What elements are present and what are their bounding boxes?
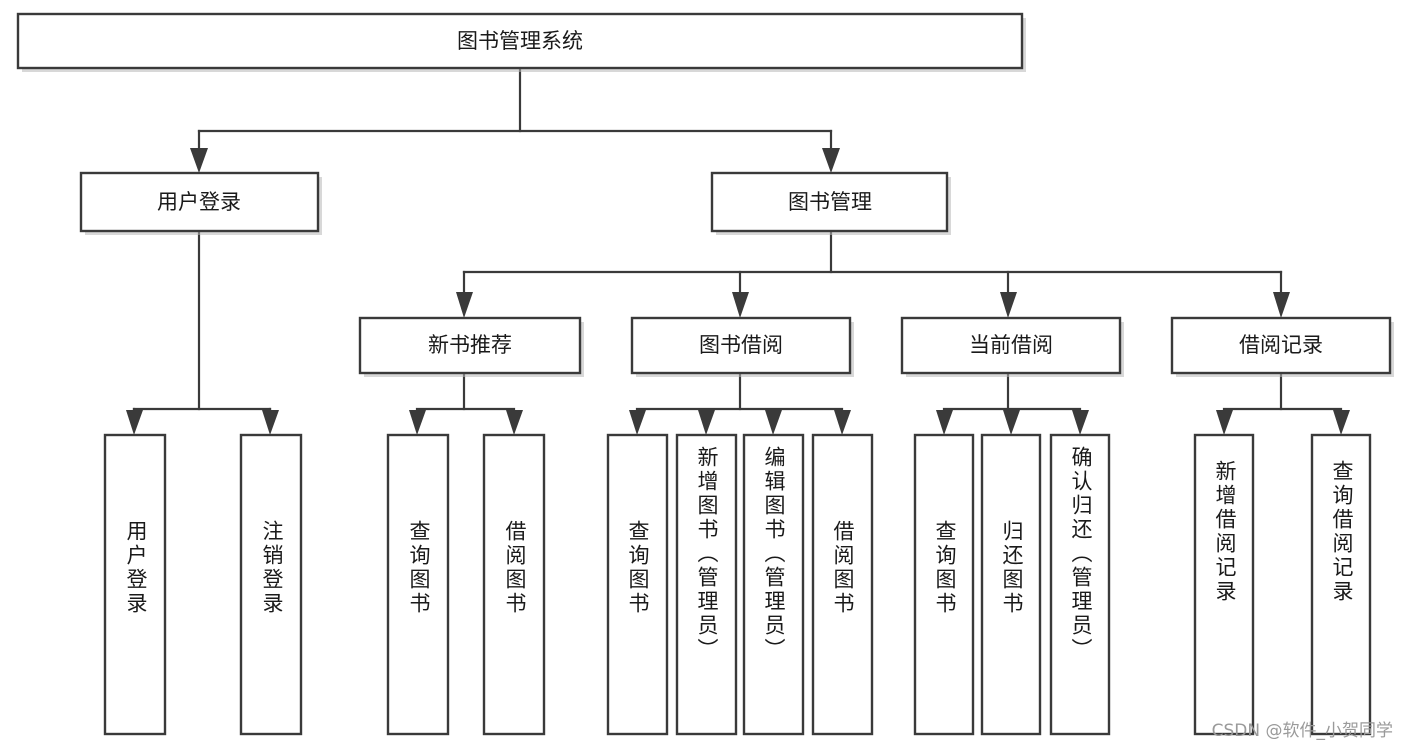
node-records-box: [1170, 316, 1392, 375]
node-leaf13-box[interactable]: [1310, 433, 1372, 736]
arrow-head-leaf12: [1216, 410, 1233, 435]
node-login-label: 用户登录: [157, 190, 241, 214]
node-borrow[interactable]: 图书借阅: [630, 316, 854, 377]
arrow-head-login: [190, 148, 208, 173]
node-current[interactable]: 当前借阅: [900, 316, 1124, 377]
node-root-label: 图书管理系统: [457, 29, 583, 53]
arrow-head-leaf5: [629, 410, 646, 435]
node-borrow-box: [630, 316, 852, 375]
node-leaf3-box[interactable]: [386, 433, 450, 736]
node-borrow-label: 图书借阅: [699, 333, 783, 357]
node-leaf2-box[interactable]: [239, 433, 303, 736]
arrow-head-leaf10: [1003, 410, 1020, 435]
arrow-head-bookmgmt: [822, 148, 840, 173]
arrow-head-borrow: [732, 292, 749, 318]
arrow-head-leaf4: [506, 410, 523, 435]
arrow-head-leaf7: [765, 410, 782, 435]
node-records[interactable]: 借阅记录: [1170, 316, 1394, 377]
node-current-box: [900, 316, 1122, 375]
arrow-head-leaf6: [698, 410, 715, 435]
node-current-label: 当前借阅: [969, 333, 1053, 357]
arrow-head-newbook: [456, 292, 473, 318]
arrow-head-leaf2: [262, 410, 279, 435]
node-login[interactable]: 用户登录: [79, 171, 322, 235]
node-newbook[interactable]: 新书推荐: [358, 316, 584, 377]
node-leaf7-box[interactable]: [742, 433, 805, 736]
node-bookmgmt[interactable]: 图书管理: [710, 171, 951, 235]
connector-group-login-to-leaves: [126, 229, 279, 435]
connector-group-records-to-leaves: [1216, 371, 1350, 435]
leaf-boxes: [103, 433, 1372, 736]
node-newbook-box: [358, 316, 582, 375]
node-root-box: [16, 12, 1024, 70]
arrow-head-leaf9: [936, 410, 953, 435]
node-login-box: [79, 171, 320, 233]
node-leaf1-box[interactable]: [103, 433, 167, 736]
node-leaf9-box[interactable]: [913, 433, 975, 736]
connector-group-root-to-level2: [190, 66, 840, 173]
node-newbook-label: 新书推荐: [428, 333, 512, 357]
node-leaf10-box[interactable]: [980, 433, 1042, 736]
node-leaf11-box[interactable]: [1049, 433, 1111, 736]
arrow-head-leaf8: [834, 410, 851, 435]
connector-group-borrow-to-leaves: [629, 371, 851, 435]
arrow-head-current: [1000, 292, 1017, 318]
node-bookmgmt-label: 图书管理: [788, 190, 872, 214]
connector-group-newbook-to-leaves: [409, 371, 523, 435]
connector-group-bookmgmt-to-level3: [456, 229, 1290, 318]
node-bookmgmt-box: [710, 171, 949, 233]
arrow-head-leaf3: [409, 410, 426, 435]
node-leaf12-box[interactable]: [1193, 433, 1255, 736]
arrow-head-leaf1: [126, 410, 143, 435]
node-leaf5-box[interactable]: [606, 433, 669, 736]
node-root[interactable]: 图书管理系统: [16, 12, 1026, 72]
node-leaf6-box[interactable]: [675, 433, 738, 736]
node-records-label: 借阅记录: [1239, 333, 1323, 357]
connector-group-current-to-leaves: [936, 371, 1089, 435]
arrow-head-leaf13: [1333, 410, 1350, 435]
csdn-watermark: CSDN @软件_小贺同学: [1211, 721, 1393, 741]
node-leaf4-box[interactable]: [482, 433, 546, 736]
node-leaf8-box[interactable]: [811, 433, 874, 736]
arrow-head-records: [1273, 292, 1290, 318]
arrow-head-leaf11: [1072, 410, 1089, 435]
